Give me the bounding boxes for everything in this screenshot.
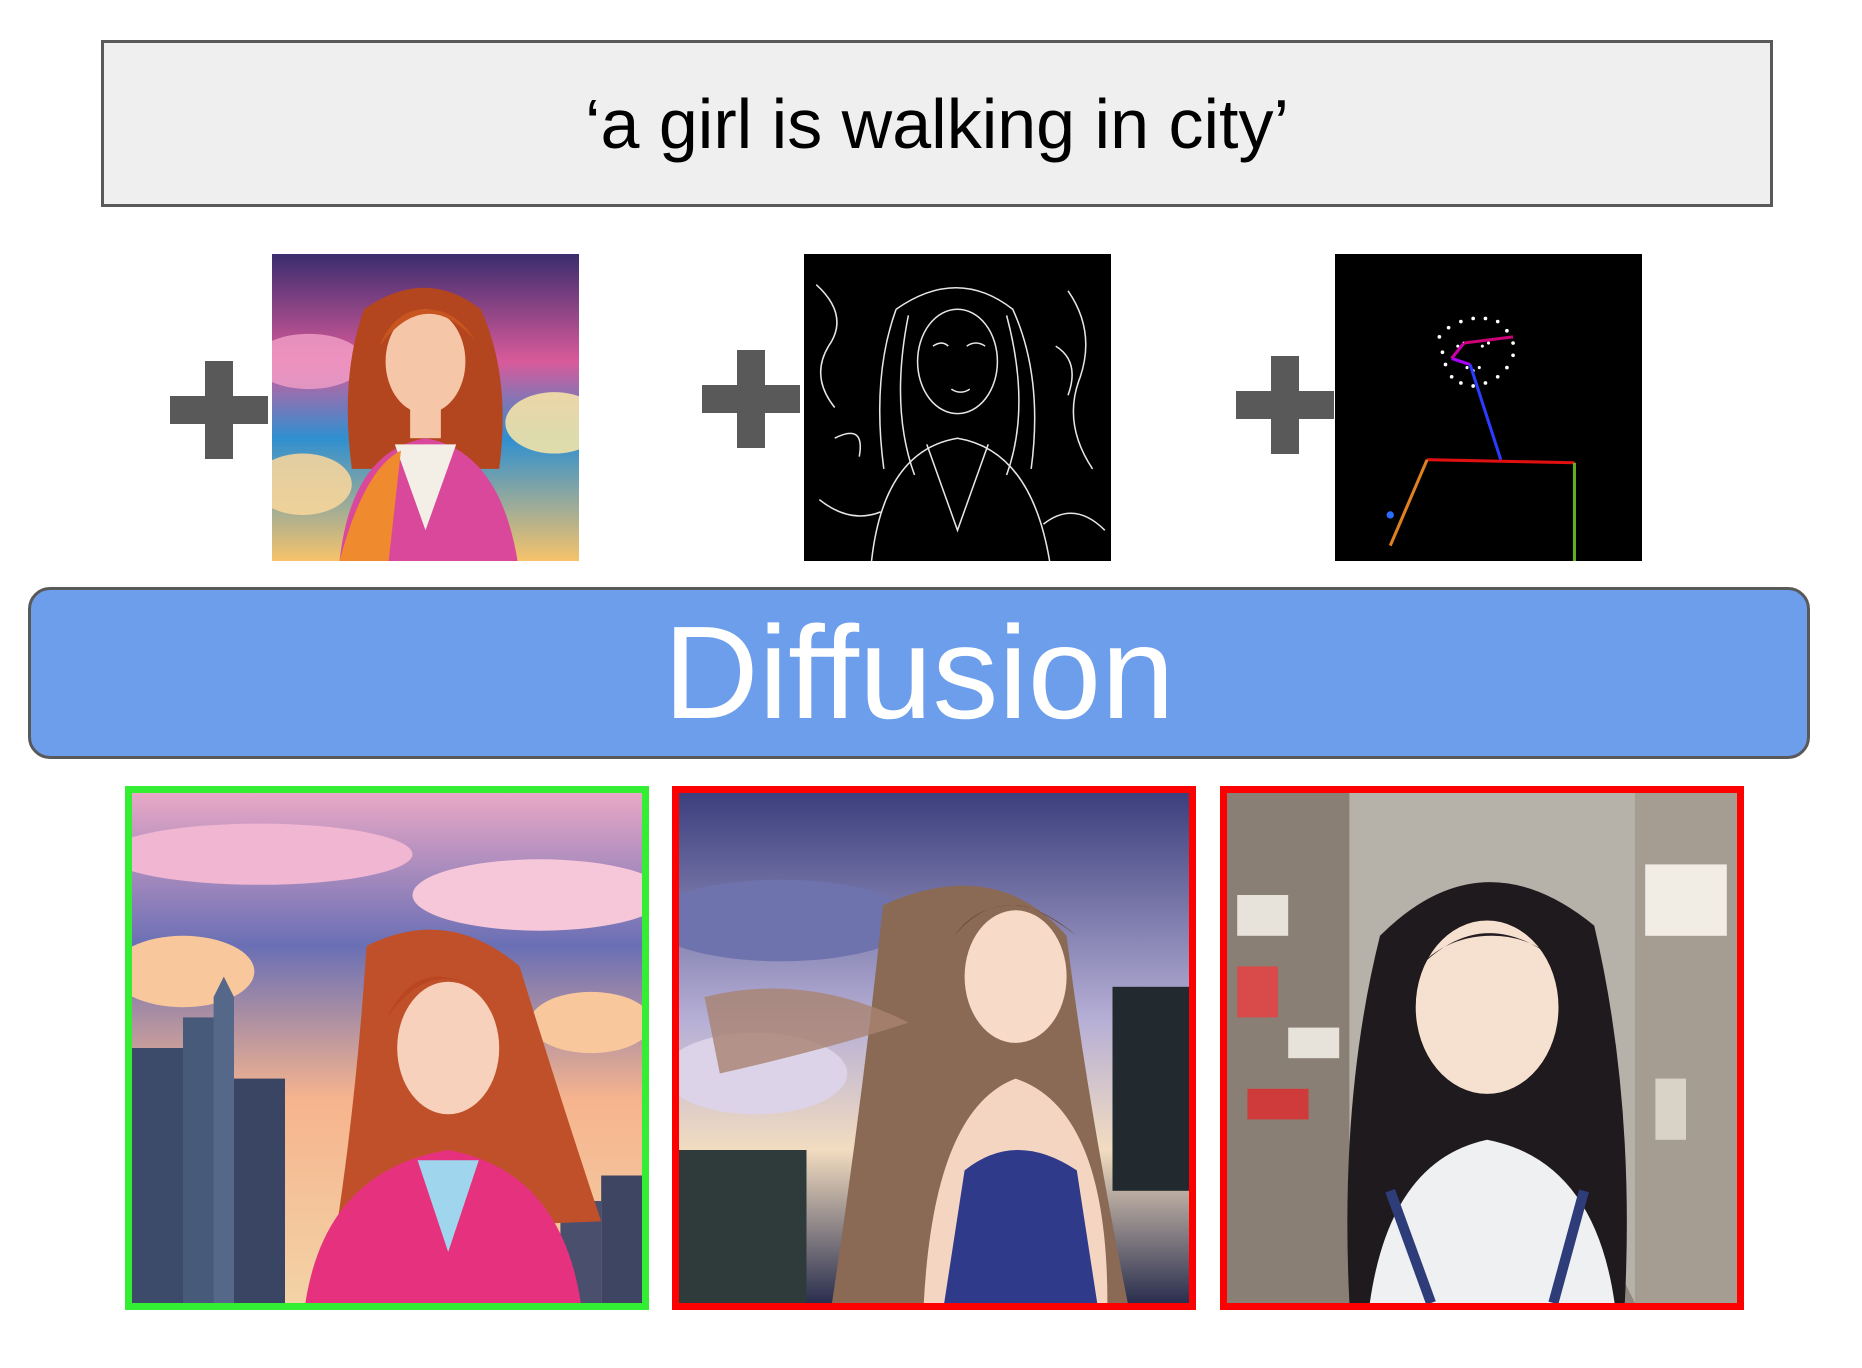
diffusion-label: Diffusion (663, 599, 1175, 746)
output-image-incorrect (1220, 786, 1744, 1310)
reference-image (272, 254, 579, 561)
prompt-box: ‘a girl is walking in city’ (101, 40, 1773, 207)
prompt-text: ‘a girl is walking in city’ (584, 84, 1290, 163)
plus-icon (1236, 356, 1334, 454)
diffusion-block: Diffusion (28, 587, 1810, 759)
canny-edge-map (804, 254, 1111, 561)
output-image-incorrect (672, 786, 1196, 1310)
output-image-correct (125, 786, 649, 1310)
pose-skeleton-map (1335, 254, 1642, 561)
plus-icon (170, 361, 268, 459)
plus-icon (702, 350, 800, 448)
